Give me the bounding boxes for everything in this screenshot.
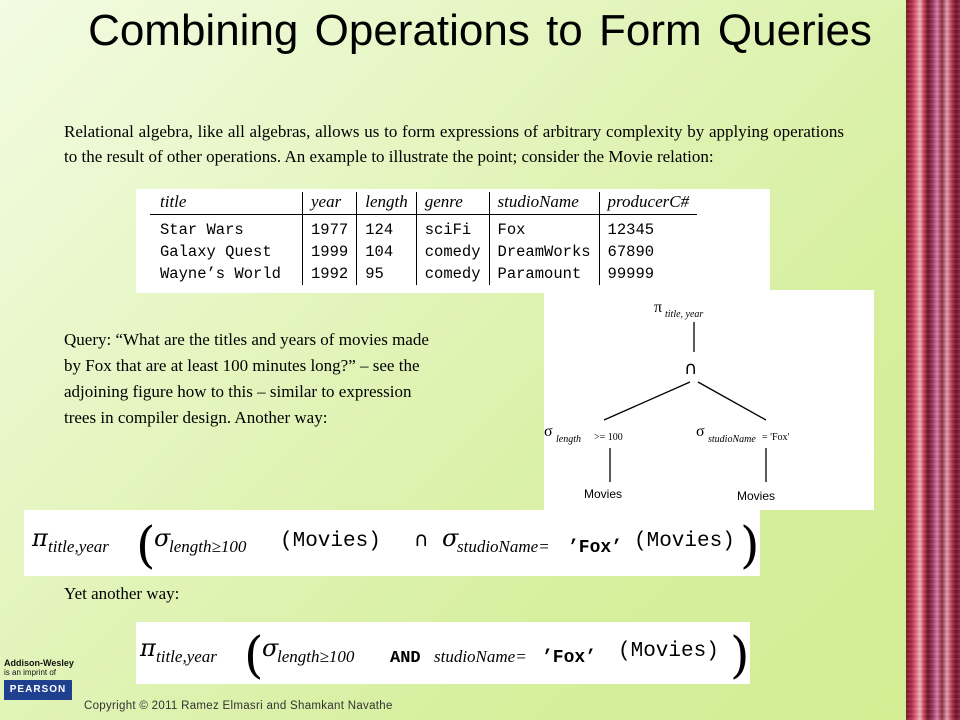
tree-left-select-sub: length <box>556 434 581 445</box>
tree-left-select: σ <box>544 423 553 440</box>
column-header: year <box>301 192 357 215</box>
tree-left-condition: >= 100 <box>594 432 623 443</box>
decorative-stripes <box>906 0 960 720</box>
publisher-logo: Addison-Wesley is an imprint of PEARSON <box>4 658 74 716</box>
formula-intersection-svg: π title,year ( σ length≥100 (Movies) ∩ σ… <box>31 516 760 574</box>
table-cell: 12345 <box>598 214 698 241</box>
table-cell: 95 <box>356 263 417 285</box>
tree-right-select: σ <box>696 423 705 440</box>
tree-right-leaf: Movies <box>737 489 775 503</box>
expression-tree: π title, year ∩ σ length >= 100 σ studio… <box>544 290 874 510</box>
pearson-logo: PEARSON <box>4 680 72 700</box>
table-cell: Fox <box>488 214 600 241</box>
tree-right-select-sub: studioName <box>708 434 756 445</box>
tree-right-condition: = 'Fox' <box>762 432 790 443</box>
table-row: Galaxy Quest 1999 104 comedy DreamWorks … <box>150 241 698 263</box>
formula-open-paren: ( <box>244 626 264 684</box>
formula-pi: π <box>31 524 49 552</box>
formula-pi: π <box>139 634 157 662</box>
table-row: Wayne’s World 1992 95 comedy Paramount 9… <box>150 263 698 285</box>
table-header-row: title year length genre studioName produ… <box>150 192 698 215</box>
formula-and-svg: π title,year ( σ length≥100 AND studioNa… <box>139 626 750 684</box>
copyright-footer: Copyright © 2011 Ramez Elmasri and Shamk… <box>84 700 393 712</box>
table-cell: 67890 <box>598 241 698 263</box>
formula-and: π title,year ( σ length≥100 AND studioNa… <box>136 622 750 684</box>
formula-pi-sub: title,year <box>48 537 109 556</box>
formula-sigma: σ <box>154 524 171 552</box>
table-cell: 1977 <box>301 214 357 241</box>
tree-edge <box>697 381 767 421</box>
table-cell: 1999 <box>301 241 357 263</box>
column-header: producerC# <box>598 192 698 215</box>
column-header: title <box>150 192 303 215</box>
formula-arg: (Movies) <box>280 530 381 553</box>
tree-edge <box>603 381 691 421</box>
formula-pi-sub: title,year <box>156 647 217 666</box>
formula-sigma: σ <box>262 634 279 662</box>
formula-close-paren: ) <box>730 626 750 684</box>
formula-intersection: π title,year ( σ length≥100 (Movies) ∩ σ… <box>24 510 760 576</box>
table-cell: 104 <box>356 241 417 263</box>
table-cell: 124 <box>356 214 417 241</box>
formula-intersect-op: ∩ <box>414 527 429 551</box>
table-cell: Paramount <box>488 263 600 285</box>
movie-relation-table: title year length genre studioName produ… <box>136 189 770 293</box>
table-cell: 99999 <box>598 263 698 285</box>
formula-sigma-sub: length≥100 <box>277 647 355 666</box>
yet-another-label: Yet another way: <box>64 584 180 603</box>
table-cell: Galaxy Quest <box>160 243 272 261</box>
formula-sigma-sub: length≥100 <box>169 537 247 556</box>
table-cell: sciFi <box>415 214 490 241</box>
formula-open-paren: ( <box>136 516 156 574</box>
table-cell: Wayne’s World <box>160 265 281 283</box>
formula-close-paren: ) <box>740 516 760 574</box>
logo-line: is an imprint of <box>4 668 57 677</box>
formula-sigma-sub: studioName= <box>434 647 527 666</box>
column-header: studioName <box>488 192 600 215</box>
formula-sigma-sub: studioName= <box>457 537 550 556</box>
logo-line: Addison-Wesley <box>4 658 74 668</box>
expression-tree-svg: π title, year ∩ σ length >= 100 σ studio… <box>544 299 790 503</box>
formula-sigma: σ <box>442 524 459 552</box>
formula-arg: (Movies) <box>634 530 735 553</box>
formula-sigma-value: ’Fox’ <box>568 538 622 558</box>
slide-title: Combining Operations to Form Queries <box>88 6 872 55</box>
table-cell: 1992 <box>301 263 357 285</box>
tree-projection: π <box>654 299 662 316</box>
table-cell: DreamWorks <box>488 241 600 263</box>
column-header: genre <box>415 192 490 215</box>
table-cell: Star Wars <box>160 221 244 239</box>
tree-projection-sub: title, year <box>665 309 703 320</box>
table-cell: comedy <box>415 263 490 285</box>
table-row: Star Wars 1977 124 sciFi Fox 12345 <box>150 214 698 241</box>
tree-left-leaf: Movies <box>584 487 622 501</box>
intro-paragraph: Relational algebra, like all algebras, a… <box>64 122 844 166</box>
tree-intersect: ∩ <box>684 358 697 379</box>
formula-and-keyword: AND <box>390 649 421 668</box>
query-paragraph: Query: “What are the titles and years of… <box>64 330 429 427</box>
formula-arg: (Movies) <box>618 640 719 663</box>
table-cell: comedy <box>415 241 490 263</box>
column-header: length <box>356 192 417 215</box>
formula-sigma-value: ’Fox’ <box>542 648 596 668</box>
